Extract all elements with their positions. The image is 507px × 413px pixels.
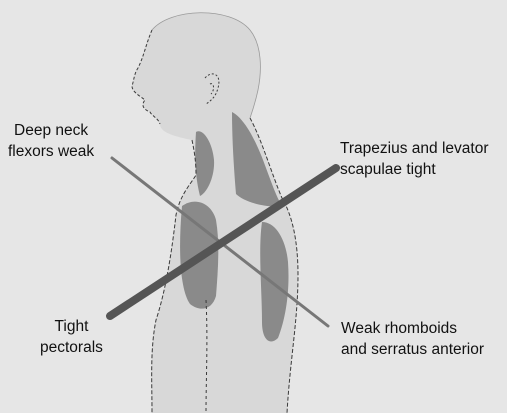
label-rhomboids-line1: Weak rhomboids [341, 318, 484, 339]
label-deep-neck-line1: Deep neck [8, 120, 94, 141]
label-tight-pectorals: Tight pectorals [40, 316, 103, 358]
label-deep-neck-flexors: Deep neck flexors weak [8, 120, 94, 162]
label-deep-neck-line2: flexors weak [8, 141, 94, 162]
label-pectorals-line2: pectorals [40, 337, 103, 358]
label-weak-rhomboids: Weak rhomboids and serratus anterior [341, 318, 484, 360]
label-rhomboids-line2: and serratus anterior [341, 339, 484, 360]
label-pectorals-line1: Tight [40, 316, 103, 337]
label-trapezius-levator: Trapezius and levator scapulae tight [340, 138, 488, 180]
neck-muscle-back [232, 112, 282, 206]
label-trapezius-line2: scapulae tight [340, 159, 488, 180]
label-trapezius-line1: Trapezius and levator [340, 138, 488, 159]
